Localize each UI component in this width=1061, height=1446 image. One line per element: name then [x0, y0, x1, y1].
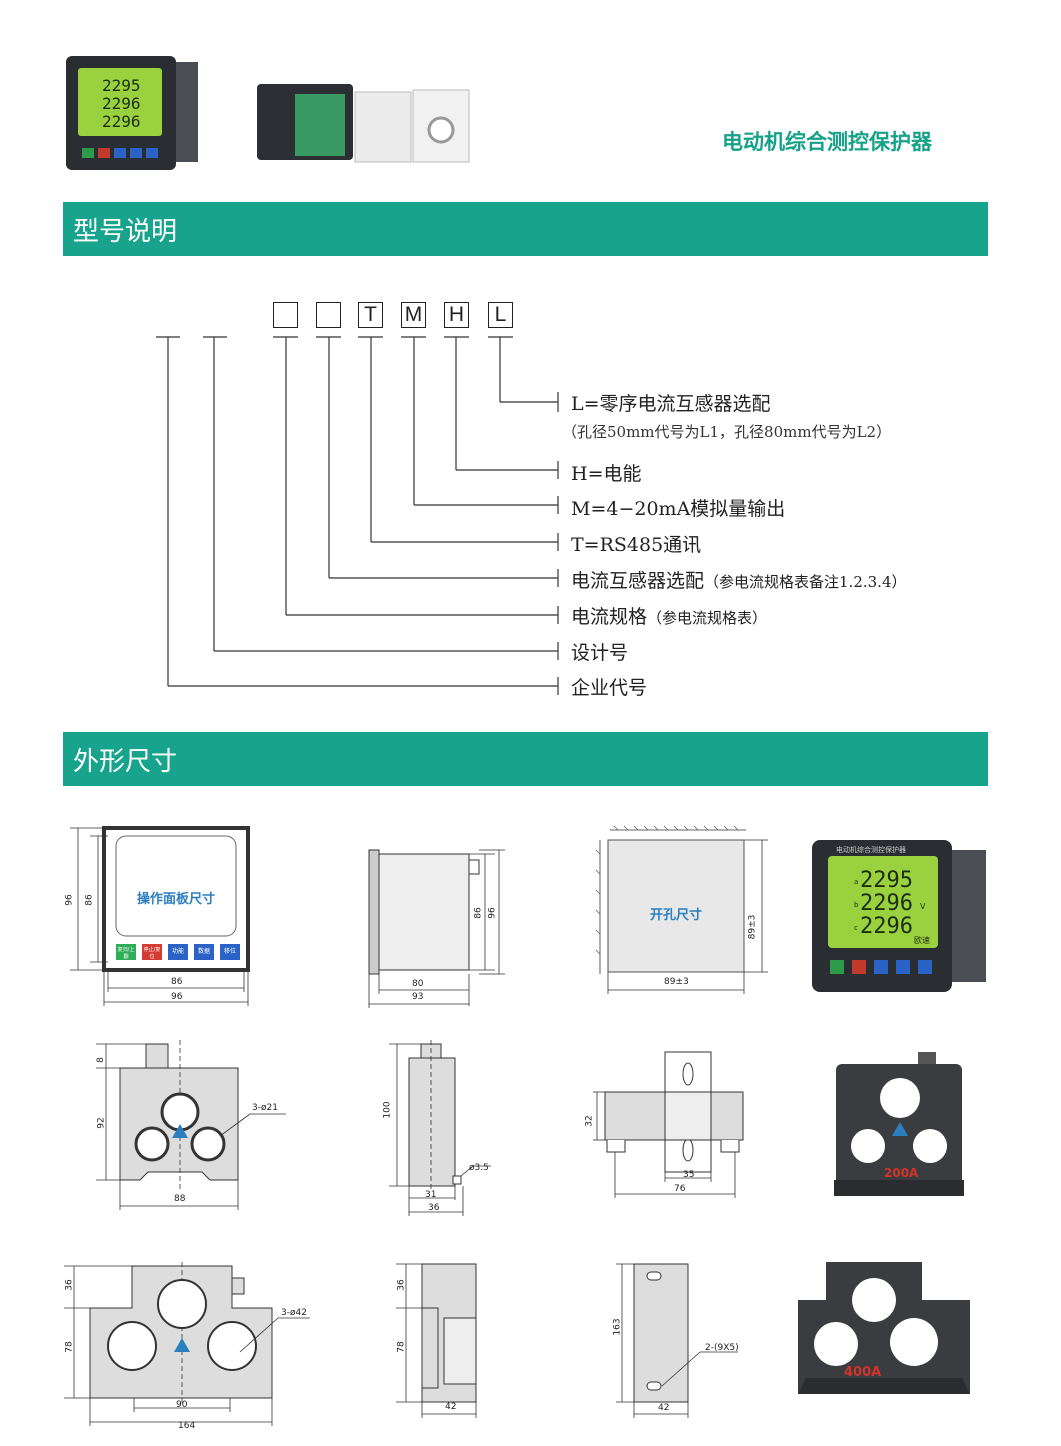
ct2-dim-w2: 164 [178, 1421, 196, 1431]
cutout-drawing [595, 825, 768, 994]
side-dim-h1: 86 [473, 907, 484, 919]
legend-design: 设计号 [571, 642, 629, 664]
legend-l-note: （孔径50mm代号为L1，孔径80mm代号为L2） [562, 423, 892, 441]
section-bar-model: 型号说明 [63, 202, 988, 256]
ct2-photo: 400A [796, 1258, 972, 1398]
ct2-bracket-dim-w: 42 [658, 1403, 670, 1413]
panel-label: 操作面板尺寸 [137, 892, 216, 907]
ct2-front-drawing [64, 1262, 310, 1426]
legend-company: 企业代号 [571, 677, 648, 699]
cutout-label: 开孔尺寸 [650, 908, 703, 923]
cutout-dim-w: 89±3 [664, 977, 689, 987]
product-title: 电动机综合测控保护器 [722, 130, 932, 154]
ct1-side-dim-screw: ø3.5 [469, 1163, 489, 1173]
ct1-bracket-dim-h: 32 [584, 1115, 595, 1127]
ct1-dim-top: 8 [95, 1057, 106, 1063]
code-box-t: T [358, 302, 383, 328]
ct2-dim-holes: 3-ø42 [281, 1308, 307, 1318]
ct1-bracket-dim-w1: 35 [683, 1170, 695, 1180]
ct1-side-dim-h: 100 [382, 1101, 393, 1119]
meter-large-line1: 2295 [860, 868, 913, 893]
legend-spec-note: （参电流规格表） [647, 609, 768, 627]
legend-ct-label: 电流互感器选配 [571, 570, 705, 592]
legend-t: T=RS485通讯 [571, 534, 702, 556]
code-box-h: H [444, 302, 469, 328]
ct1-dim-holes: 3-ø21 [252, 1103, 278, 1113]
meter-photo-large: 电动机综合测控保护器 a b c 2295 2296 2296 V 欧速 [810, 838, 988, 994]
ct2-bracket-dim-slots: 2-(9X5) [705, 1343, 739, 1353]
legend-h: H=电能 [571, 463, 642, 485]
ct2-dim-h: 78 [64, 1341, 75, 1353]
section-title-dimensions: 外形尺寸 [73, 747, 178, 777]
code-box-l: L [488, 302, 513, 328]
side-dim-h2: 96 [487, 907, 498, 919]
panel-dim-w-outer: 96 [171, 992, 183, 1002]
panel-button-2: 停止/复位 [143, 947, 161, 960]
panel-dim-h-outer: 96 [64, 894, 75, 906]
ct1-front-drawing [96, 1040, 286, 1210]
meter-line1: 2295 [102, 76, 141, 95]
ct1-side-dim-w1: 31 [425, 1190, 437, 1200]
section-bar-dimensions: 外形尺寸 [63, 732, 988, 786]
panel-dim-w-inner: 86 [171, 977, 183, 987]
panel-dim-h-inner: 86 [84, 894, 95, 906]
ct2-dim-top: 36 [64, 1279, 75, 1291]
meter-large-brand: 欧速 [914, 936, 930, 945]
meter-large-label-b: b [854, 901, 859, 909]
ct2-side-dim-h: 78 [396, 1341, 407, 1353]
ct2-side-drawing [396, 1263, 477, 1418]
ct1-side-drawing [389, 1040, 491, 1216]
ct2-side-dim-top: 36 [396, 1279, 407, 1291]
ct2-side-dim-w: 42 [445, 1402, 457, 1412]
meter-large-line2: 2296 [860, 891, 913, 916]
meter-large-line3: 2296 [860, 914, 913, 939]
panel-button-5: 移位 [223, 948, 236, 955]
ct2-photo-label: 400A [844, 1365, 882, 1380]
ct2-bracket-drawing [616, 1263, 738, 1418]
panel-button-1: 复归/上翻 [117, 947, 135, 960]
side-dim-w2: 93 [412, 992, 424, 1002]
ct1-photo-label: 200A [884, 1166, 919, 1180]
panel-front-drawing [70, 826, 250, 1006]
cutout-dim-h: 89±3 [747, 914, 758, 940]
legend-ct: 电流互感器选配（参电流规格表备注1.2.3.4） [571, 566, 907, 593]
code-box-m: M [401, 302, 426, 328]
meter-line2: 2296 [102, 94, 141, 113]
side-dim-w1: 80 [412, 979, 424, 989]
legend-l: L=零序电流互感器选配 [571, 393, 771, 415]
meter-large-label-c: c [854, 924, 858, 932]
legend-m: M=4−20mA模拟量输出 [571, 498, 786, 520]
meter-large-label-a: a [854, 878, 859, 886]
panel-button-4: 数据 [197, 948, 210, 955]
meter-line3: 2296 [102, 112, 141, 131]
model-leader-lines [156, 336, 559, 695]
section-title-model: 型号说明 [73, 217, 178, 247]
code-box-1 [273, 302, 298, 328]
ct1-bracket-drawing [593, 1051, 744, 1198]
ct1-side-dim-w2: 36 [428, 1203, 440, 1213]
legend-ct-note: （参电流规格表备注1.2.3.4） [704, 573, 907, 591]
meter-back-with-ct-photo [255, 78, 475, 164]
meter-large-unit: V [920, 902, 926, 911]
legend-spec-label: 电流规格 [571, 606, 648, 628]
meter-large-title: 电动机综合测控保护器 [836, 846, 906, 854]
ct2-dim-w1: 90 [176, 1400, 188, 1410]
legend-spec: 电流规格（参电流规格表） [571, 602, 767, 629]
ct1-bracket-dim-w2: 76 [674, 1184, 686, 1194]
ct1-photo: 200A [834, 1052, 964, 1196]
ct1-dim-w: 88 [174, 1194, 186, 1204]
panel-side-drawing [368, 849, 505, 1008]
meter-photo: 2295 2296 2296 [64, 54, 200, 172]
ct1-dim-h: 92 [96, 1117, 107, 1129]
panel-button-3: 功能 [171, 948, 184, 955]
ct2-bracket-dim-h: 163 [612, 1318, 623, 1336]
code-box-2 [316, 302, 341, 328]
